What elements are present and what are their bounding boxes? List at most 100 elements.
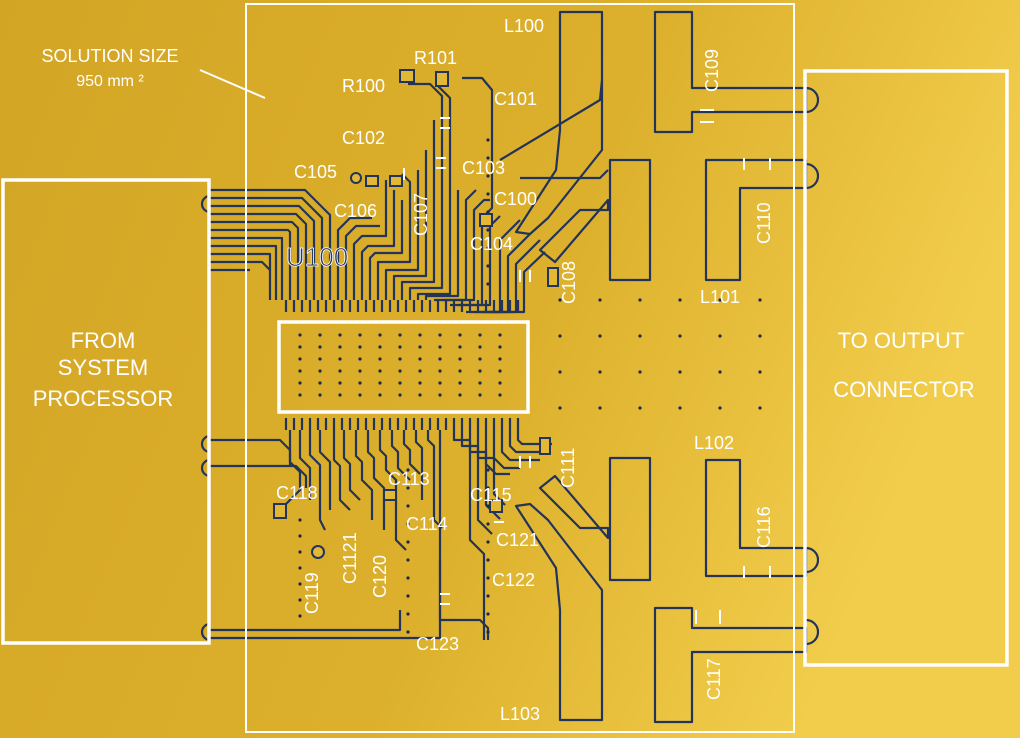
label-c102: C102 bbox=[342, 128, 385, 148]
via bbox=[398, 333, 402, 337]
via bbox=[406, 468, 410, 472]
via bbox=[418, 357, 422, 361]
via bbox=[298, 345, 302, 349]
component-pads bbox=[273, 69, 559, 559]
via bbox=[378, 357, 382, 361]
via bbox=[486, 138, 490, 142]
to-line-1: TO OUTPUT bbox=[838, 328, 965, 353]
via bbox=[338, 369, 342, 373]
text-layer: SOLUTION SIZE 950 mm ² FROM SYSTEM PROCE… bbox=[33, 16, 975, 724]
via bbox=[678, 298, 682, 302]
label-r100: R100 bbox=[342, 76, 385, 96]
via bbox=[598, 406, 602, 410]
via bbox=[486, 228, 490, 232]
to-output-connector-box bbox=[803, 69, 1009, 667]
label-c123: C123 bbox=[416, 634, 459, 654]
label-c110: C110 bbox=[754, 202, 774, 244]
via bbox=[478, 369, 482, 373]
via bbox=[558, 370, 562, 374]
via bbox=[338, 333, 342, 337]
label-c122: C122 bbox=[492, 570, 535, 590]
to-line-2: CONNECTOR bbox=[833, 377, 974, 402]
via bbox=[418, 345, 422, 349]
via bbox=[318, 369, 322, 373]
via bbox=[458, 333, 462, 337]
via bbox=[638, 370, 642, 374]
label-c120: C120 bbox=[370, 555, 390, 598]
via bbox=[298, 518, 302, 522]
via bbox=[378, 393, 382, 397]
via bbox=[338, 357, 342, 361]
via bbox=[498, 345, 502, 349]
via bbox=[378, 369, 382, 373]
u100-label: U100 bbox=[286, 242, 348, 272]
via bbox=[398, 369, 402, 373]
via bbox=[298, 333, 302, 337]
label-c105: C105 bbox=[294, 162, 337, 182]
via bbox=[478, 333, 482, 337]
via bbox=[478, 357, 482, 361]
via bbox=[718, 334, 722, 338]
via bbox=[418, 333, 422, 337]
label-l101: L101 bbox=[700, 287, 740, 307]
via bbox=[398, 357, 402, 361]
label-c100: C100 bbox=[494, 189, 537, 209]
via bbox=[438, 393, 442, 397]
via bbox=[358, 357, 362, 361]
via bbox=[598, 298, 602, 302]
label-l103: L103 bbox=[500, 704, 540, 724]
via bbox=[758, 406, 762, 410]
solution-outline bbox=[245, 3, 795, 733]
via bbox=[558, 298, 562, 302]
via bbox=[486, 210, 490, 214]
via bbox=[318, 381, 322, 385]
via bbox=[558, 406, 562, 410]
label-c106: C106 bbox=[334, 201, 377, 221]
via bbox=[478, 393, 482, 397]
via bbox=[638, 298, 642, 302]
via bbox=[486, 522, 490, 526]
via bbox=[438, 381, 442, 385]
via bbox=[298, 534, 302, 538]
via bbox=[358, 381, 362, 385]
via bbox=[486, 558, 490, 562]
via bbox=[486, 192, 490, 196]
via bbox=[318, 333, 322, 337]
label-c108: C108 bbox=[559, 261, 579, 304]
via bbox=[486, 156, 490, 160]
via bbox=[318, 393, 322, 397]
via bbox=[718, 298, 722, 302]
label-c1121: C1121 bbox=[340, 532, 360, 584]
via bbox=[298, 357, 302, 361]
via bbox=[458, 369, 462, 373]
via bbox=[678, 334, 682, 338]
via bbox=[458, 345, 462, 349]
via bbox=[558, 334, 562, 338]
label-r101: R101 bbox=[414, 48, 457, 68]
via bbox=[406, 522, 410, 526]
via bbox=[486, 174, 490, 178]
via bbox=[438, 357, 442, 361]
via bbox=[718, 406, 722, 410]
via bbox=[498, 369, 502, 373]
via bbox=[406, 594, 410, 598]
solution-size-value: 950 mm ² bbox=[76, 73, 144, 90]
label-l100: L100 bbox=[504, 16, 544, 36]
via bbox=[438, 369, 442, 373]
via bbox=[498, 393, 502, 397]
via bbox=[298, 369, 302, 373]
label-c121: C121 bbox=[496, 530, 539, 550]
via bbox=[298, 381, 302, 385]
from-line-1: FROM bbox=[71, 328, 136, 353]
via bbox=[298, 582, 302, 586]
via bbox=[406, 576, 410, 580]
via bbox=[438, 345, 442, 349]
via bbox=[358, 369, 362, 373]
via bbox=[358, 333, 362, 337]
via bbox=[478, 345, 482, 349]
via bbox=[298, 393, 302, 397]
via bbox=[638, 406, 642, 410]
via bbox=[418, 381, 422, 385]
